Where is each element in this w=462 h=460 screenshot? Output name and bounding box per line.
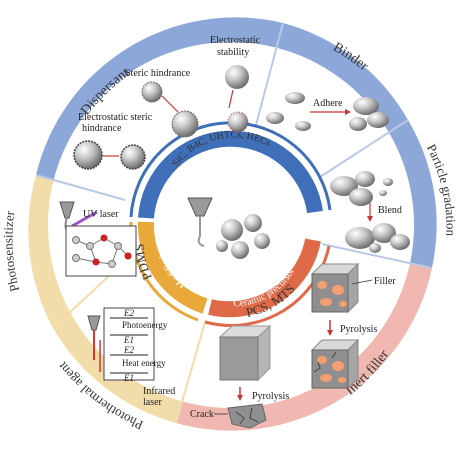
- e2-top-text: E2: [123, 308, 134, 318]
- e1-top-text: E1: [123, 335, 134, 345]
- binder-illustration: Adhere: [266, 92, 389, 131]
- electrostatic-stability-text-1: Electrostatic: [210, 35, 261, 46]
- label-photosensitizer: Photosensitizer: [0, 209, 22, 293]
- uv-nozzle-icon: [59, 201, 75, 219]
- ring-ceramic-precursor: [208, 238, 321, 318]
- precursor-cube-front: [219, 336, 259, 381]
- pyrolysis-text-1: Pyrolysis: [340, 324, 377, 335]
- laser-text: laser: [143, 397, 163, 408]
- uv-laser-text: UV laser: [83, 209, 119, 220]
- adhere-text: Adhere: [313, 98, 343, 109]
- dispersant-illustration: Steric hindrance Electrostatic stability…: [73, 35, 261, 170]
- infrared-text: Infrared: [143, 386, 175, 397]
- filler-text: Filler: [374, 276, 396, 287]
- electrostatic-stability-text-2: stability: [217, 47, 249, 58]
- e1-bottom-text: E1: [123, 373, 134, 383]
- photothermal-illustration: E2 Photoenergy E1 E2 Heat energy E1 Infr…: [87, 307, 175, 408]
- heat-energy-text: Heat energy: [122, 358, 166, 368]
- molecule-network: [72, 234, 132, 268]
- particle-gradation-illustration: Blend: [330, 171, 410, 253]
- electrostatic-steric-text-2: hindrance: [82, 123, 122, 134]
- photosensitizer-illustration: UV laser: [59, 201, 137, 277]
- center-illustration: [187, 197, 270, 259]
- energy-box: [103, 307, 155, 381]
- photoenergy-text: Photoenergy: [122, 320, 168, 330]
- ring-modified-precursor: [137, 221, 208, 314]
- e2-bottom-text: E2: [123, 345, 134, 355]
- electrostatic-steric-text-1: Electrostatic steric: [78, 112, 153, 123]
- steric-hindrance-text: Steric hindrance: [125, 68, 191, 79]
- ir-nozzle-icon: [87, 315, 101, 331]
- crack-text: Crack: [190, 409, 214, 420]
- molecule-box: [65, 225, 137, 277]
- nozzle-icon: [187, 197, 213, 217]
- inner-rings: [129, 121, 332, 327]
- pyrolysis-text-2: Pyrolysis: [252, 391, 289, 402]
- inert-filler-illustration: Filler Pyrolysis Pyrolysis Crack: [190, 262, 396, 429]
- cracked-fragment: [227, 403, 267, 429]
- blend-text: Blend: [378, 205, 402, 216]
- ring-ceramic-powder: [129, 121, 332, 218]
